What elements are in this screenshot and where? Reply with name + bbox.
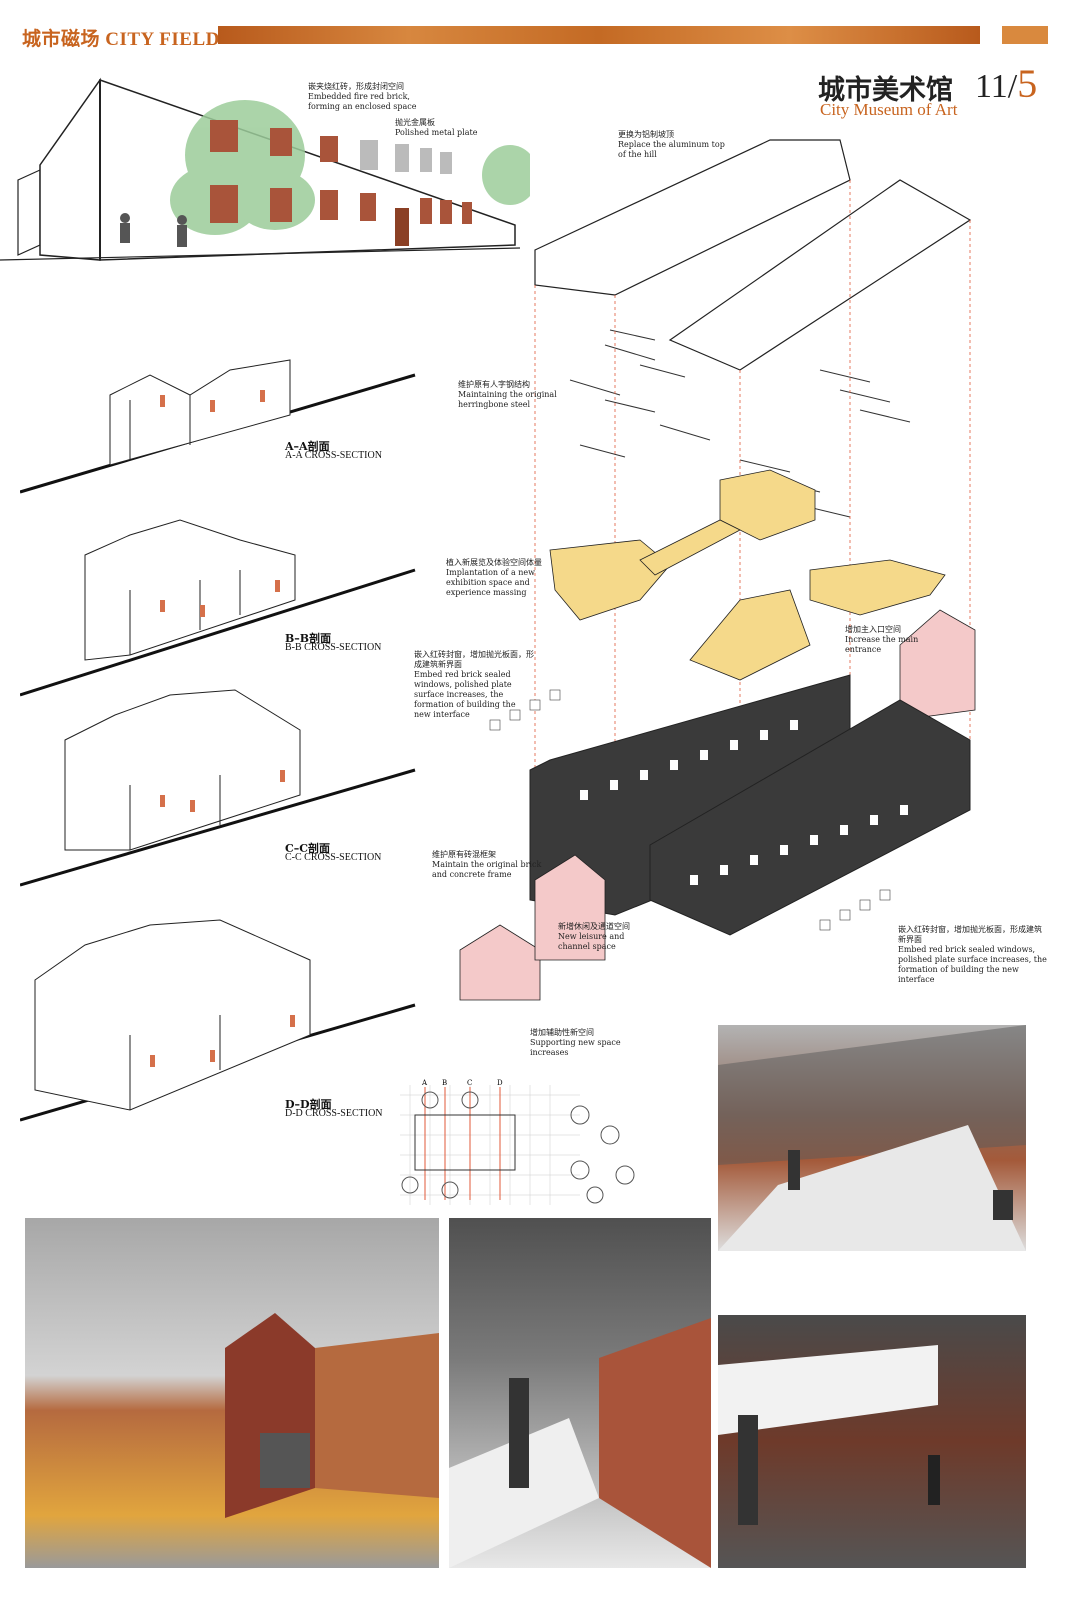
plan-letter-a: A [421,1079,428,1087]
section-d-subtitle: D-D CROSS-SECTION [285,1108,383,1119]
page-title-en: City Museum of Art [820,100,958,119]
section-b-title: B–B剖面 [285,632,332,645]
facade-label-metal: 抛光金属板 Polished metal plate [395,118,478,137]
label-windows-left: 嵌入红砖封窗，增加抛光板面，形成建筑新界面 Embed red brick se… [414,650,534,719]
label-massing: 植入新展览及体验空间体量 Implantation of a new exhib… [446,558,542,597]
facade-label-brick: 嵌夹烧红砖，形成封闭空间 Embedded fire red brick, fo… [308,82,417,111]
section-b-drawing [20,519,416,697]
section-a-title: A–A剖面 [285,440,330,453]
exploded-axonometric [459,139,976,1001]
render-interior-corridor [718,1025,1026,1251]
render-interior-hall [718,1315,1026,1568]
section-c-subtitle: C-C CROSS-SECTION [285,852,382,863]
facade-perspective [0,77,530,261]
plan-letter-c: C [467,1079,472,1087]
label-support: 增加辅助性新空间 Supporting new space increases [530,1028,621,1057]
render-interior-gallery [449,1218,711,1568]
plan-letter-d: D [497,1079,503,1087]
label-entrance: 增加主入口空间 Increase the main entrance [845,625,919,654]
label-frame: 维护原有砖混框架 Maintain the original brick and… [432,850,542,879]
page-number: 11/5 [975,60,1037,107]
section-d-title: D–D剖面 [285,1098,332,1111]
page-title-cn: 城市美术馆 [818,75,953,106]
label-windows-right: 嵌入红砖封窗，增加抛光板面，形成建筑新界面 Embed red brick se… [898,925,1047,984]
label-truss: 维护原有人字钢结构 Maintaining the original herri… [458,380,557,409]
render-exterior [25,1218,439,1568]
label-leisure: 新增休闲及通道空间 New leisure and channel space [558,922,630,951]
section-a-drawing [20,359,416,494]
section-c-drawing [20,689,416,887]
section-d-drawing [20,919,416,1122]
header-band [218,26,980,44]
section-b-subtitle: B-B CROSS-SECTION [285,642,382,653]
label-roof: 更换为铝制坡顶 Replace the aluminum top of the … [618,130,725,159]
section-a-subtitle: A-A CROSS-SECTION [285,450,382,461]
plan-letter-b: B [442,1079,447,1087]
site-plan: A B C D [400,1079,635,1205]
section-c-title: C–C剖面 [285,842,331,855]
page-current: 11/ [975,68,1018,105]
page-total: 5 [1017,61,1038,106]
header-block [1002,26,1048,44]
project-title: 城市磁场 CITY FIELD [22,29,220,50]
